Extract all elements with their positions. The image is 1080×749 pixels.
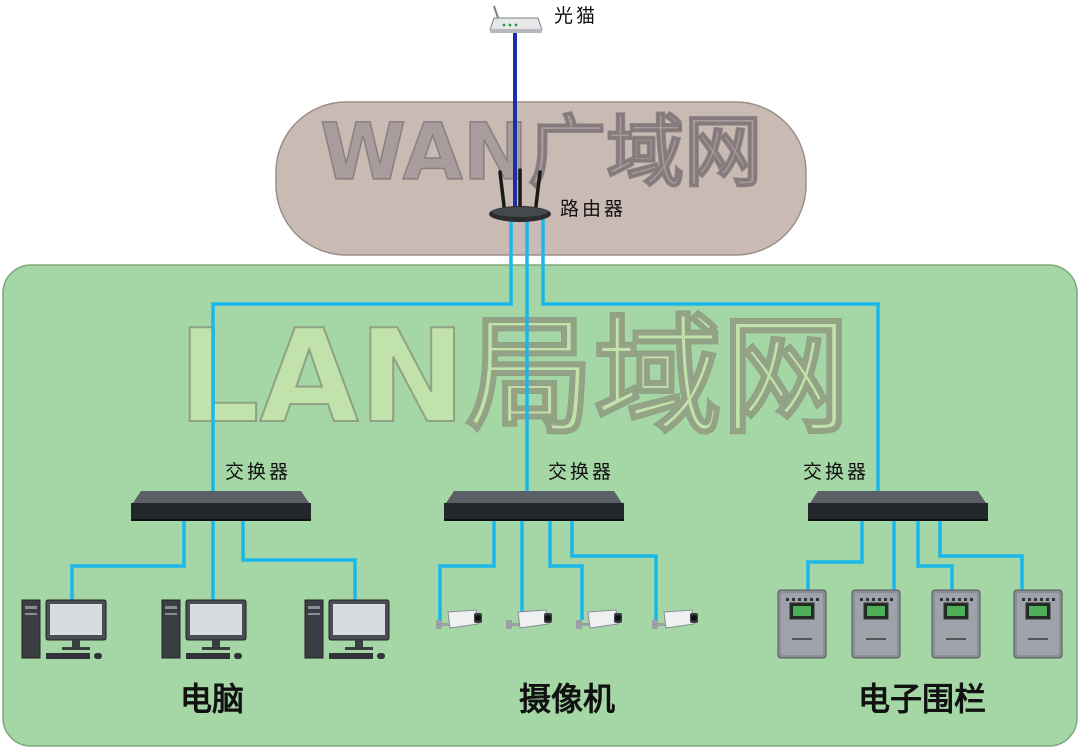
cable-switch2-cam4 bbox=[570, 520, 658, 620]
category-label-computers: 电脑 bbox=[180, 680, 244, 718]
category-label-cameras: 摄像机 bbox=[519, 680, 615, 718]
electric-fence-controller-icon bbox=[777, 589, 827, 659]
network-switch-icon bbox=[808, 491, 988, 521]
router-label: 路由器 bbox=[560, 198, 626, 220]
cable-switch3-fence1 bbox=[806, 520, 864, 594]
modem-label: 光猫 bbox=[554, 5, 598, 27]
switch-label-3: 交换器 bbox=[803, 461, 869, 483]
wan-zone-label: WAN广域网 bbox=[320, 108, 762, 198]
lan-zone-label: LAN局域网 bbox=[178, 303, 850, 452]
cable-switch3-fence3 bbox=[916, 520, 954, 594]
cable-switch3-fence4 bbox=[938, 520, 1024, 594]
cable-switch1-pc3 bbox=[241, 520, 357, 614]
cable-switch2-cam3 bbox=[548, 520, 584, 620]
network-switch-icon bbox=[131, 491, 311, 521]
router-icon bbox=[489, 168, 551, 222]
cable-router-switch-3 bbox=[541, 218, 880, 492]
network-switch-icon bbox=[444, 491, 624, 521]
cable-router-switch-1 bbox=[211, 218, 513, 492]
electric-fence-controller-icon bbox=[1013, 589, 1063, 659]
modem-icon bbox=[489, 5, 543, 33]
cable-switch1-pc1 bbox=[70, 520, 186, 614]
cable-switch2-cam1 bbox=[438, 520, 496, 620]
wan-zone bbox=[275, 101, 807, 256]
switch-label-1: 交换器 bbox=[225, 461, 291, 483]
electric-fence-controller-icon bbox=[931, 589, 981, 659]
category-label-fences: 电子围栏 bbox=[858, 680, 986, 718]
switch-label-2: 交换器 bbox=[548, 461, 614, 483]
electric-fence-controller-icon bbox=[851, 589, 901, 659]
